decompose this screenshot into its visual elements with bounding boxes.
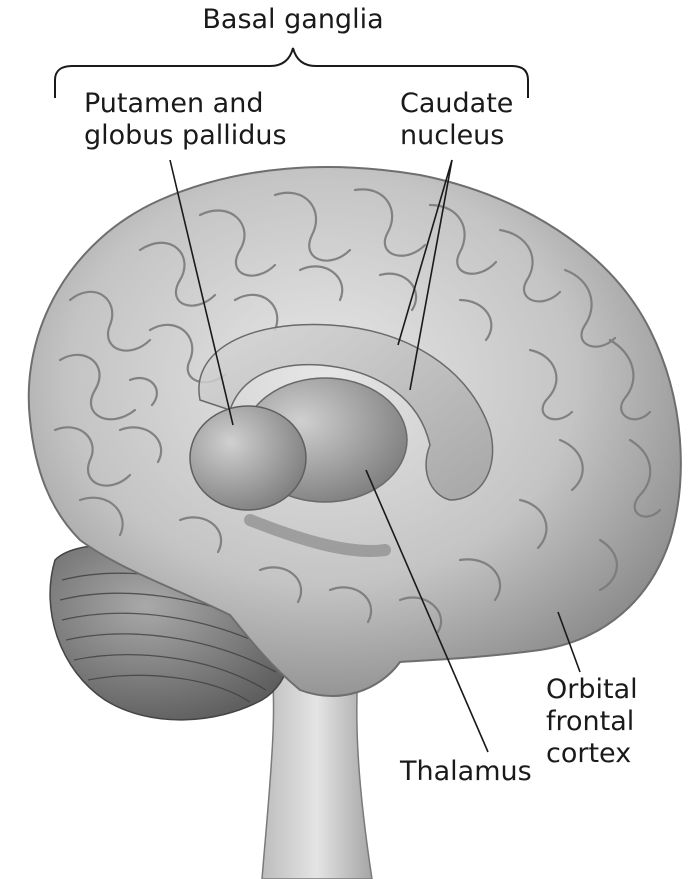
putamen-structure — [190, 406, 306, 510]
label-putamen-globus-pallidus: Putamen and globus pallidus — [84, 88, 287, 152]
label-basal-ganglia: Basal ganglia — [200, 4, 386, 36]
label-caudate-nucleus: Caudate nucleus — [400, 88, 513, 152]
label-orbital-frontal-cortex: Orbital frontal cortex — [546, 674, 638, 770]
label-thalamus: Thalamus — [400, 756, 532, 788]
